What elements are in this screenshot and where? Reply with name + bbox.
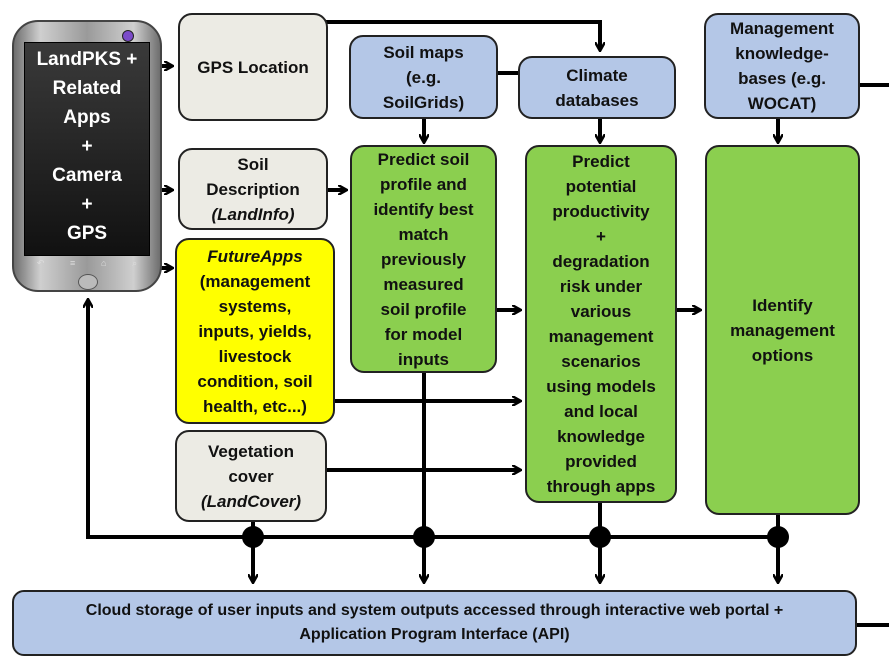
smartphone: LandPKS + Related Apps + Camera + GPS ↶ … bbox=[12, 20, 162, 292]
phone-line: GPS bbox=[66, 223, 108, 244]
kb-line: WOCAT) bbox=[747, 94, 817, 113]
back-icon: ↶ bbox=[36, 258, 45, 268]
identify-line: Identify bbox=[752, 295, 813, 315]
future-apps-box: FutureApps (management systems, inputs, … bbox=[175, 238, 335, 424]
soil-desc-app: (LandInfo) bbox=[211, 204, 295, 224]
predict-soil-profile-box: Predict soil profile and identify best m… bbox=[350, 145, 497, 373]
identify-line: options bbox=[751, 345, 814, 365]
gps-to-climate-arrow bbox=[320, 20, 600, 50]
productivity-line: productivity bbox=[552, 202, 650, 221]
predict-soil-line: inputs bbox=[398, 349, 449, 369]
predict-soil-line: identify best bbox=[373, 199, 474, 219]
cloud-line: Application Program Interface (API) bbox=[299, 626, 570, 643]
productivity-line: risk under bbox=[559, 277, 643, 296]
productivity-line: provided bbox=[565, 452, 637, 471]
phone-screen: LandPKS + Related Apps + Camera + GPS bbox=[24, 42, 150, 256]
junction-dot bbox=[589, 526, 611, 548]
future-apps-title: FutureApps bbox=[207, 246, 303, 266]
phone-line: LandPKS + bbox=[36, 49, 138, 70]
junction-dot bbox=[767, 526, 789, 548]
predict-productivity-box: Predict potential productivity + degrada… bbox=[525, 145, 677, 503]
menu-icon: ≡ bbox=[70, 258, 76, 268]
future-apps-line: health, etc...) bbox=[203, 396, 307, 416]
phone-line: + bbox=[81, 194, 93, 215]
future-apps-line: inputs, yields, bbox=[198, 321, 312, 341]
vegetation-app: (LandCover) bbox=[200, 491, 302, 511]
productivity-line: Predict bbox=[572, 152, 630, 171]
productivity-line: various bbox=[570, 302, 632, 321]
home-icon: ⌂ bbox=[100, 258, 107, 268]
feedback-line bbox=[88, 300, 778, 539]
future-apps-line: livestock bbox=[218, 346, 292, 366]
search-icon: ⌕ bbox=[132, 258, 138, 268]
kb-line: Management bbox=[730, 19, 834, 38]
climate-line: databases bbox=[555, 90, 639, 110]
future-apps-line: (management bbox=[199, 271, 311, 291]
vegetation-line: Vegetation bbox=[208, 441, 294, 461]
phone-line: Related bbox=[52, 78, 122, 99]
phone-home-button bbox=[78, 274, 98, 290]
predict-soil-line: Predict soil bbox=[377, 149, 470, 169]
management-knowledge-bases-box: Management knowledge- bases (e.g. WOCAT) bbox=[704, 13, 860, 119]
climate-line: Climate bbox=[566, 65, 628, 85]
phone-line: + bbox=[81, 136, 93, 157]
gps-location-box: GPS Location bbox=[178, 13, 328, 121]
phone-nav-bar: ↶ ≡ ⌂ ⌕ bbox=[24, 258, 150, 272]
predict-soil-line: previously bbox=[380, 249, 467, 269]
kb-line: knowledge- bbox=[735, 44, 829, 63]
phone-line: Camera bbox=[52, 165, 122, 186]
productivity-line: knowledge bbox=[557, 427, 645, 446]
identify-management-options-box: Identify management options bbox=[705, 145, 860, 515]
soil-desc-line: Description bbox=[206, 179, 300, 199]
soil-desc-line: Soil bbox=[237, 154, 269, 174]
kb-line: bases (e.g. bbox=[738, 69, 826, 88]
future-apps-line: condition, soil bbox=[197, 371, 313, 391]
productivity-line: using models bbox=[546, 377, 656, 396]
vegetation-cover-box: Vegetation cover (LandCover) bbox=[175, 430, 327, 522]
future-apps-line: systems, bbox=[218, 296, 292, 316]
vegetation-line: cover bbox=[228, 466, 274, 486]
phone-line: Apps bbox=[63, 107, 111, 128]
productivity-line: scenarios bbox=[561, 352, 641, 371]
climate-databases-box: Climate databases bbox=[518, 56, 676, 119]
gps-label: GPS Location bbox=[197, 57, 309, 77]
identify-line: management bbox=[730, 320, 835, 340]
productivity-line: management bbox=[548, 327, 654, 346]
predict-soil-line: match bbox=[398, 224, 449, 244]
predict-soil-line: for model bbox=[384, 324, 463, 344]
productivity-line: + bbox=[596, 227, 606, 246]
soil-maps-box: Soil maps (e.g. SoilGrids) bbox=[349, 35, 498, 119]
cloud-line: Cloud storage of user inputs and system … bbox=[85, 602, 784, 619]
predict-soil-line: soil profile bbox=[380, 299, 467, 319]
predict-soil-line: profile and bbox=[380, 174, 467, 194]
productivity-line: and local bbox=[564, 402, 638, 421]
soil-description-box: Soil Description (LandInfo) bbox=[178, 148, 328, 230]
junction-dot bbox=[242, 526, 264, 548]
cloud-storage-box: Cloud storage of user inputs and system … bbox=[12, 590, 857, 656]
predict-soil-line: measured bbox=[383, 274, 464, 294]
soil-maps-line: SoilGrids) bbox=[382, 92, 465, 112]
productivity-line: through apps bbox=[546, 477, 656, 496]
productivity-line: potential bbox=[565, 177, 637, 196]
soil-maps-line: Soil maps bbox=[383, 42, 464, 62]
productivity-line: degradation bbox=[552, 252, 650, 271]
junction-dot bbox=[413, 526, 435, 548]
soil-maps-line: (e.g. bbox=[406, 67, 441, 87]
camera-icon bbox=[122, 30, 134, 42]
